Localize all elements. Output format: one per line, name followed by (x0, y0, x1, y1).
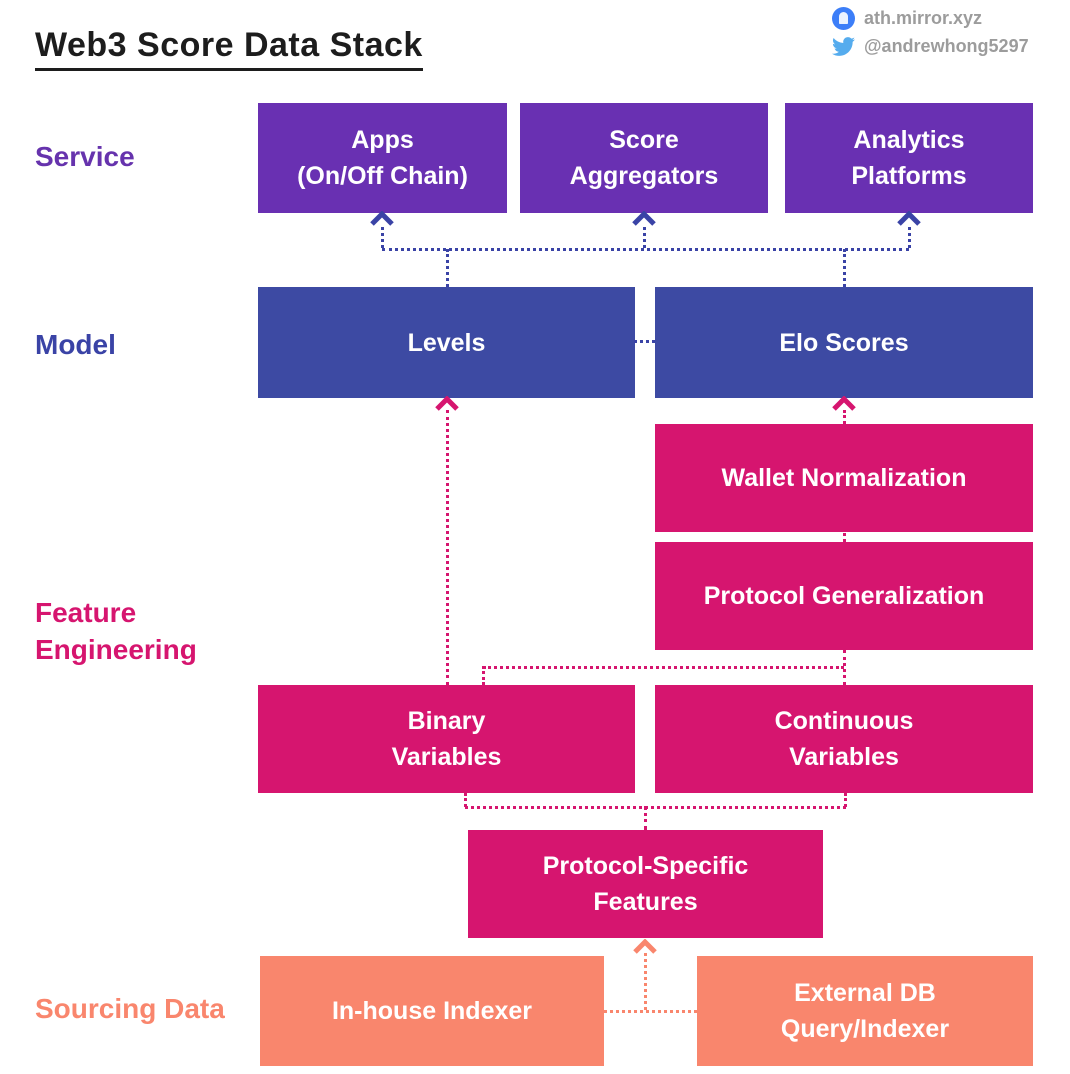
arrowhead-into-levels (435, 396, 459, 411)
connector-elo-up (843, 249, 846, 287)
box-binary-variables: Binary Variables (258, 685, 635, 793)
connector-sourcing-hline (604, 1010, 697, 1013)
connector-into-binary-top (482, 666, 485, 685)
box-protocol-generalization: Protocol Generalization (655, 542, 1033, 650)
connector-score-aggregators-stub (643, 227, 646, 248)
layer-label-feature-engineering: Feature Engineering (35, 597, 197, 665)
mirror-icon (832, 7, 855, 30)
arrowhead-into-elo-scores (832, 396, 856, 411)
box-elo-scores: Elo Scores (655, 287, 1033, 398)
mirror-row: ath.mirror.xyz (832, 7, 1029, 30)
box-score-aggregators: Score Aggregators (520, 103, 768, 213)
layer-label-model: Model (35, 329, 116, 360)
box-wallet-normalization: Wallet Normalization (655, 424, 1033, 532)
twitter-handle: @andrewhong5297 (864, 36, 1029, 56)
connector-analytics-stub (908, 227, 911, 248)
connector-levels-up (446, 249, 449, 287)
connector-wallet-to-elo (843, 410, 846, 424)
twitter-icon (832, 37, 855, 56)
layer-label-service: Service (35, 141, 135, 172)
page-title: Web3 Score Data Stack (35, 26, 423, 71)
box-external-db-query-indexer: External DB Query/Indexer (697, 956, 1033, 1066)
connector-binary-to-levels (446, 410, 449, 685)
connector-protogen-hline (483, 666, 844, 669)
arrowhead-into-score-aggregators (632, 211, 656, 226)
arrowhead-into-protocol-specific (633, 939, 657, 954)
box-continuous-variables: Continuous Variables (655, 685, 1033, 793)
arrowhead-into-analytics (897, 211, 921, 226)
mirror-handle: ath.mirror.xyz (864, 8, 983, 28)
twitter-row: @andrewhong5297 (832, 35, 1029, 58)
box-levels: Levels (258, 287, 635, 398)
connector-into-protocol-specific (644, 806, 647, 830)
connector-continuous-bottom-stub (844, 793, 847, 807)
connector-binary-bottom-stub (464, 793, 467, 807)
connector-wallet-protogen-link (843, 533, 846, 542)
layer-label-sourcing-data: Sourcing Data (35, 993, 225, 1024)
connector-sourcing-up (644, 953, 647, 1010)
box-analytics-platforms: Analytics Platforms (785, 103, 1033, 213)
box-apps-on-off-chain: Apps (On/Off Chain) (258, 103, 507, 213)
box-in-house-indexer: In-house Indexer (260, 956, 604, 1066)
connector-levels-elo-link (634, 340, 655, 343)
social-handles: ath.mirror.xyz @andrewhong5297 (832, 7, 1029, 58)
connector-protogen-down (843, 650, 846, 685)
connector-model-to-service-hline (382, 248, 909, 251)
connector-variables-hline (465, 806, 846, 809)
arrowhead-into-apps (370, 211, 394, 226)
box-protocol-specific-features: Protocol-Specific Features (468, 830, 823, 938)
connector-apps-stub (381, 227, 384, 248)
